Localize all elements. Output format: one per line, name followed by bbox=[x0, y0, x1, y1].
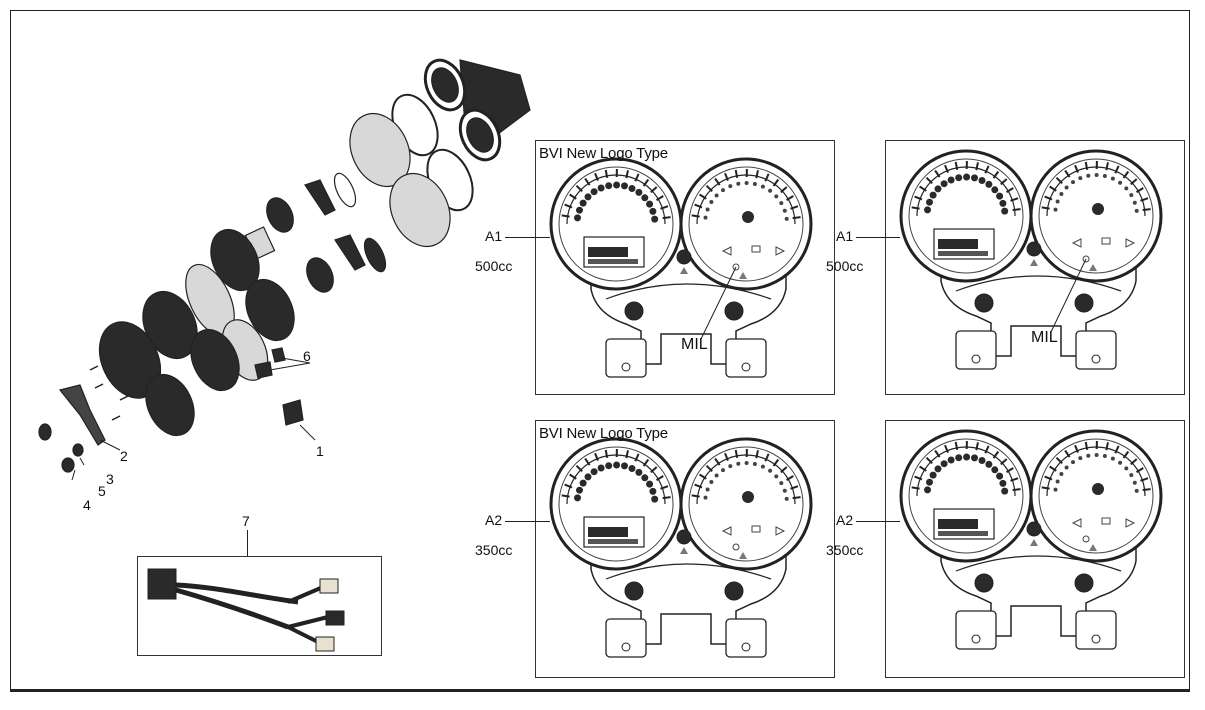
variant-leader-line bbox=[505, 521, 550, 522]
cluster-panel-3: BVI New Logo Type bbox=[535, 420, 835, 678]
variant-leader-line bbox=[505, 237, 550, 238]
variant-label: A2 bbox=[485, 512, 503, 528]
variant-label: A2 bbox=[836, 512, 854, 528]
harness-panel bbox=[137, 556, 382, 656]
panel-title: BVI New Logo Type bbox=[539, 145, 668, 162]
callout-4: 4 bbox=[83, 497, 91, 513]
callout-1: 1 bbox=[316, 443, 324, 459]
callout-7-leader bbox=[247, 530, 248, 556]
instrument-cluster-drawing bbox=[549, 437, 813, 658]
variant-label: A1 bbox=[836, 228, 854, 244]
variant-leader-line bbox=[856, 521, 900, 522]
mil-label: MIL bbox=[681, 336, 708, 353]
exploded-parts-drawing bbox=[38, 58, 531, 481]
cluster-panel-4 bbox=[885, 420, 1185, 678]
capacity-label: 350cc bbox=[475, 542, 513, 558]
callout-7: 7 bbox=[242, 513, 250, 529]
instrument-cluster-drawing bbox=[899, 429, 1163, 650]
variant-label: A1 bbox=[485, 228, 503, 244]
capacity-label: 500cc bbox=[475, 258, 513, 274]
capacity-label: 500cc bbox=[826, 258, 864, 274]
instrument-cluster-drawing bbox=[899, 149, 1163, 370]
capacity-label: 350cc bbox=[826, 542, 864, 558]
mil-leader-line bbox=[700, 266, 737, 340]
instrument-cluster-drawing bbox=[549, 157, 813, 378]
callout-5: 5 bbox=[98, 483, 106, 499]
mil-leader-line bbox=[1050, 258, 1087, 333]
variant-leader-line bbox=[856, 237, 900, 238]
panel-title: BVI New Logo Type bbox=[539, 425, 668, 442]
callout-3: 3 bbox=[106, 471, 114, 487]
exploded-view: 6 1 2 3 5 4 bbox=[20, 40, 540, 513]
callout-6: 6 bbox=[303, 348, 311, 364]
callout-2: 2 bbox=[120, 448, 128, 464]
cluster-panel-2: MIL bbox=[885, 140, 1185, 395]
mil-label: MIL bbox=[1031, 329, 1058, 346]
bottom-rule bbox=[10, 689, 1190, 692]
wiring-harness-drawing bbox=[147, 568, 345, 652]
